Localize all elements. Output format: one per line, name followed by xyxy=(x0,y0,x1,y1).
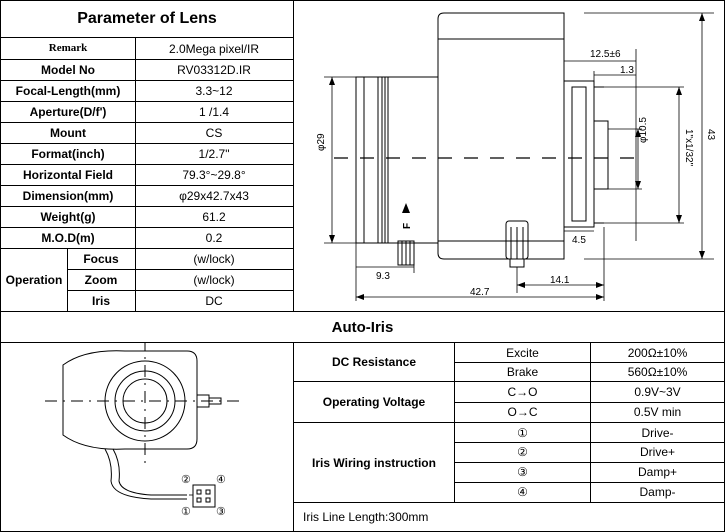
wiring-pin-4: ④ xyxy=(517,485,528,499)
wiring-value-4: Damp- xyxy=(639,485,676,499)
operation-label: Operation xyxy=(5,272,63,287)
dim-12-5: 12.5±6 xyxy=(590,49,621,60)
lens-row-value: 1/2.7" xyxy=(198,146,230,161)
dc-resistance-label: DC Resistance xyxy=(331,355,417,369)
lens-row-label: Aperture(D/f') xyxy=(29,104,107,119)
lens-dimension-drawing: 12.5±6 1.3 43 φ29 φ10.5 1"x1/32" 4.5 9.3… xyxy=(316,12,716,301)
focus-mark: F xyxy=(402,223,413,229)
dim-14-1: 14.1 xyxy=(550,275,570,286)
pin-4-label: ④ xyxy=(216,474,226,486)
iris-connector-drawing: ② ④ ① ③ xyxy=(45,343,243,518)
operation-item-iris: Iris xyxy=(91,293,110,308)
dim-1-3: 1.3 xyxy=(620,65,634,76)
operation-value-zoom: (w/lock) xyxy=(193,272,235,287)
operation-item-zoom: Zoom xyxy=(84,272,118,287)
dc-excite-value: 200Ω±10% xyxy=(627,345,688,360)
wiring-pin-1: ① xyxy=(517,425,528,440)
lens-row-value: 3.3~12 xyxy=(195,83,233,98)
pin-1-label: ① xyxy=(181,506,191,518)
lens-row-label: Dimension(mm) xyxy=(22,188,114,203)
dim-thread: 1"x1/32" xyxy=(683,129,694,167)
lens-row-label: M.O.D(m) xyxy=(41,230,95,245)
auto-iris-title: Auto-Iris xyxy=(331,318,394,336)
lens-row-value: 79.3°~29.8° xyxy=(182,167,246,182)
lens-table-title: Parameter of Lens xyxy=(77,10,217,27)
iris-line-length: Iris Line Length:300mm xyxy=(303,510,429,524)
pin-3-label: ③ xyxy=(216,506,226,518)
operation-value-focus: (w/lock) xyxy=(193,251,235,266)
dim-43: 43 xyxy=(705,129,716,141)
lens-row-label: Weight(g) xyxy=(40,209,96,224)
dc-brake-value: 560Ω±10% xyxy=(627,364,688,379)
voltage-co-key: C→O xyxy=(507,385,538,399)
lens-row-value: 61.2 xyxy=(202,209,226,224)
lens-row-value: RV03312D.IR xyxy=(177,62,251,77)
lens-row-label: Format(inch) xyxy=(31,146,105,161)
pin-2-label: ② xyxy=(181,474,191,486)
wiring-value-1: Drive- xyxy=(641,425,674,440)
voltage-co-value: 0.9V~3V xyxy=(634,385,681,399)
iris-wiring-label: Iris Wiring instruction xyxy=(312,455,436,470)
lens-row-value: φ29x42.7x43 xyxy=(179,188,249,203)
dim-phi29: φ29 xyxy=(316,133,327,151)
operating-voltage-label: Operating Voltage xyxy=(322,395,426,409)
lens-row-label: Mount xyxy=(50,125,86,140)
dim-42-7: 42.7 xyxy=(470,287,490,298)
lens-row-value: 1 /1.4 xyxy=(198,104,230,119)
lens-row-label: Horizontal Field xyxy=(23,167,113,182)
lens-row-value: CS xyxy=(205,125,223,140)
voltage-oc-key: O→C xyxy=(507,405,538,419)
dc-brake-key: Brake xyxy=(506,364,539,379)
wiring-value-2: Drive+ xyxy=(639,445,675,459)
dim-4-5: 4.5 xyxy=(572,235,586,246)
lens-row-label: Remark xyxy=(48,42,88,54)
dim-phi10-5: φ10.5 xyxy=(638,117,649,143)
operation-item-focus: Focus xyxy=(83,251,119,266)
operation-value-iris: DC xyxy=(205,293,223,308)
wiring-value-3: Damp+ xyxy=(637,465,678,479)
wiring-pin-3: ③ xyxy=(517,465,528,479)
lens-row-label: Focal-Length(mm) xyxy=(15,83,121,98)
dc-excite-key: Excite xyxy=(506,345,539,360)
voltage-oc-value: 0.5V min xyxy=(633,405,682,419)
dim-9-3: 9.3 xyxy=(376,271,390,282)
lens-row-value: 2.0Mega pixel/IR xyxy=(168,41,260,56)
wiring-pin-2: ② xyxy=(517,445,528,459)
lens-row-label: Model No xyxy=(41,62,95,77)
lens-row-value: 0.2 xyxy=(205,230,223,245)
